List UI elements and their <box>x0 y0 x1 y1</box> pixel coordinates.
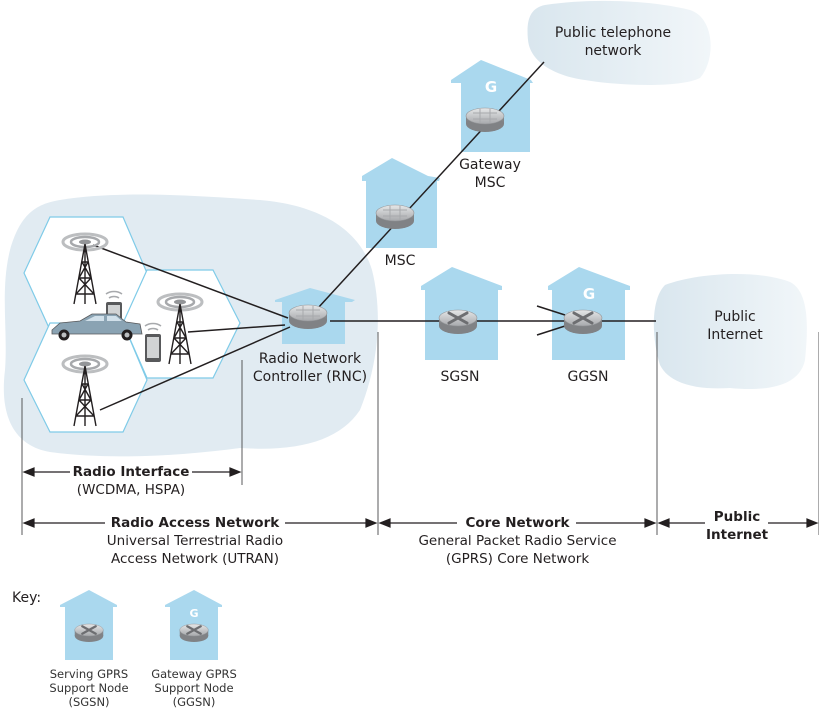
link-tower1-rnc <box>92 244 289 319</box>
core-label: Core Network General Packet Radio Servic… <box>400 514 635 568</box>
key-ggsn-badge: G <box>189 607 198 620</box>
key-sgsn-router <box>73 622 105 644</box>
car-icon <box>51 313 143 341</box>
telephone-cloud <box>527 0 711 86</box>
rnc-line2: Controller (RNC) <box>252 369 368 385</box>
radio-interface-label: Radio Interface (WCDMA, HSPA) <box>70 463 192 499</box>
key-sgsn-label: Serving GPRS Support Node (SGSN) <box>44 667 134 709</box>
internet-cloud <box>653 274 807 390</box>
link-ggsn-in1 <box>536 305 566 316</box>
link-tower2-rnc <box>187 324 286 333</box>
gateway-msc-line2: MSC <box>474 175 506 191</box>
key-ggsn-line1: Gateway GPRS <box>151 667 237 681</box>
key-sgsn-line2: Support Node <box>49 681 129 695</box>
core-sub2: (GPRS) Core Network <box>445 551 590 567</box>
public-title2: Internet <box>706 527 769 543</box>
msc-label: MSC <box>384 253 416 269</box>
gateway-msc-line1: Gateway <box>459 157 521 173</box>
ggsn-label: GGSN <box>567 369 609 385</box>
core-sub1: General Packet Radio Service <box>418 533 617 549</box>
core-title: Core Network <box>465 515 570 531</box>
ran-label: Radio Access Network Universal Terrestri… <box>100 514 290 568</box>
radio-interface-subtitle: (WCDMA, HSPA) <box>76 482 186 498</box>
telephone-line2: network <box>584 43 642 59</box>
public-title1: Public <box>713 509 761 525</box>
key-ggsn-router <box>178 622 210 644</box>
telephone-cloud-label: Public telephone network <box>540 24 686 60</box>
key-title: Key: <box>12 590 42 606</box>
link-ggsn-in2 <box>536 325 566 336</box>
internet-line2: Internet <box>707 327 763 343</box>
public-internet-section-label: Public Internet <box>706 508 768 544</box>
ggsn-router <box>562 308 604 336</box>
internet-line1: Public <box>714 309 756 325</box>
key-ggsn-line3: (GGSN) <box>172 695 216 709</box>
key-sgsn-line1: Serving GPRS <box>49 667 129 681</box>
key-ggsn-line2: Support Node <box>154 681 234 695</box>
msc-house <box>362 158 440 248</box>
rnc-label: Radio Network Controller (RNC) <box>246 350 374 386</box>
ran-title: Radio Access Network <box>110 515 280 531</box>
key-sgsn-line3: (SGSN) <box>68 695 110 709</box>
internet-cloud-label: Public Internet <box>690 308 780 344</box>
sgsn-label: SGSN <box>440 369 480 385</box>
ran-sub1: Universal Terrestrial Radio <box>106 533 284 549</box>
key-ggsn-label: Gateway GPRS Support Node (GGSN) <box>146 667 242 709</box>
gateway-msc-label: Gateway MSC <box>450 156 530 192</box>
sgsn-router <box>437 308 479 336</box>
gateway-msc-badge: G <box>485 78 497 96</box>
link-tower3-rnc <box>99 326 291 411</box>
telephone-line1: Public telephone <box>554 25 672 41</box>
rnc-line1: Radio Network <box>258 351 362 367</box>
gateway-msc-house <box>451 60 533 152</box>
msc-router <box>375 204 415 230</box>
radio-interface-title: Radio Interface <box>72 464 190 480</box>
gateway-msc-router <box>465 107 505 133</box>
ggsn-badge: G <box>583 285 595 303</box>
ran-sub2: Access Network (UTRAN) <box>111 551 279 567</box>
link-rnc-msc <box>317 61 545 309</box>
rnc-router <box>288 304 328 330</box>
